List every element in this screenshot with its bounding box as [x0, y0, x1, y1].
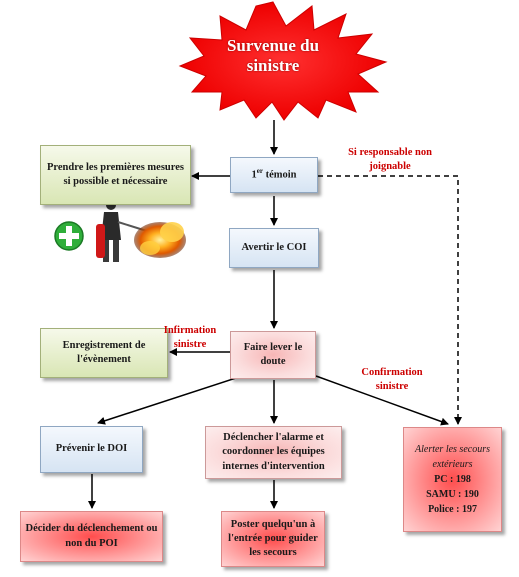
contact-samu: SAMU : 190: [426, 487, 479, 502]
node-poster-entree[interactable]: Poster quelqu'un à l'entrée pour guider …: [221, 511, 325, 567]
edge-temoin-externe-dashed: [318, 175, 462, 425]
temoin-number: 1: [251, 169, 257, 181]
connectors: [88, 120, 462, 509]
external-title: Alerter les secours extérieurs: [415, 444, 490, 470]
contact-pc-label: PC :: [434, 474, 454, 485]
node-declencher-alarme[interactable]: Déclencher l'alarme et coordonner les éq…: [205, 426, 342, 479]
edge-label-information: Infirmation sinistre: [163, 325, 217, 350]
first-aid-cross-icon: [54, 221, 84, 251]
start-title: Survenue du sinistre: [193, 36, 353, 77]
contact-police: Police : 197: [428, 502, 477, 517]
fire-icon: [134, 222, 186, 258]
enregistrement-label: Enregistrement de l'évènement: [62, 339, 146, 365]
node-decider-poi[interactable]: Décider du déclenchement ou non du POI: [20, 511, 163, 562]
node-premier-temoin[interactable]: 1er témoin: [230, 157, 318, 193]
start-explosion-shape: [178, 1, 388, 121]
contact-pc: PC : 198: [434, 472, 471, 487]
declencher-alarme-label: Déclencher l'alarme et coordonner les éq…: [222, 432, 325, 472]
lever-doute-label: Faire lever le doute: [243, 341, 303, 367]
edge-doute-externe: [315, 375, 449, 426]
contact-police-number: 197: [461, 504, 477, 515]
contact-samu-number: 190: [463, 489, 479, 500]
poster-label: Poster quelqu'un à l'entrée pour guider …: [228, 518, 318, 559]
edge-label-non-joignable: Si responsable non joignable: [348, 147, 432, 172]
temoin-suffix: er: [256, 167, 263, 176]
node-alerter-secours-exterieurs[interactable]: Alerter les secours extérieurs PC : 198 …: [403, 427, 502, 532]
node-prevenir-doi[interactable]: Prévenir le DOI: [40, 426, 143, 473]
edge-label-confirmation: Confirmation sinistre: [361, 367, 423, 392]
node-avertir-coi[interactable]: Avertir le COI: [229, 228, 319, 268]
temoin-label: 1er témoin: [251, 167, 296, 183]
node-enregistrement[interactable]: Enregistrement de l'évènement: [40, 328, 168, 378]
start-title-line2: sinistre: [246, 56, 300, 76]
contact-samu-label: SAMU :: [426, 489, 462, 500]
decider-poi-label: Décider du déclenchement ou non du POI: [25, 523, 158, 549]
start-title-line1: Survenue du: [226, 36, 320, 55]
prevenir-doi-label: Prévenir le DOI: [55, 443, 128, 455]
premieres-mesures-label: Prendre les premières mesures si possibl…: [47, 161, 184, 187]
contact-police-label: Police :: [428, 504, 460, 515]
edge-doute-doi: [97, 377, 237, 425]
node-premieres-mesures[interactable]: Prendre les premières mesures si possibl…: [40, 145, 191, 205]
node-faire-lever-doute[interactable]: Faire lever le doute: [230, 331, 316, 379]
contact-pc-number: 198: [455, 474, 471, 485]
avertir-coi-label: Avertir le COI: [241, 241, 307, 253]
temoin-text: témoin: [262, 169, 297, 181]
